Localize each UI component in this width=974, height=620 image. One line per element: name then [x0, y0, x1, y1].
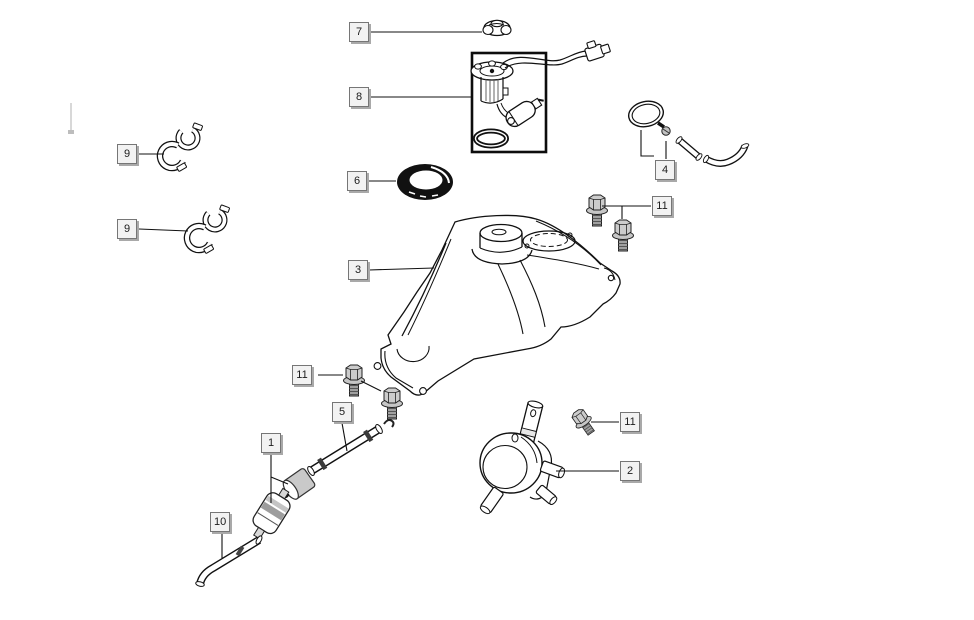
scan-artifact	[68, 103, 74, 134]
callout-label: 11	[296, 368, 308, 381]
fuel-tank	[373, 214, 621, 396]
callout-label: 9	[123, 147, 131, 160]
callout-6-seal-ring[interactable]: 6	[347, 171, 367, 191]
callout-1-filter[interactable]: 1	[261, 433, 281, 453]
callout-11-bottom-left[interactable]: 11	[292, 365, 312, 385]
pump-wire-connector	[502, 40, 611, 69]
fuel-pump-assembly	[470, 51, 548, 154]
bolt-bottom-left-2	[381, 387, 403, 420]
fuel-filler-cap	[482, 19, 512, 37]
fuel-filter-group	[252, 468, 316, 540]
callout-label: 3	[354, 263, 362, 276]
bolt-top-right-1	[586, 194, 608, 227]
callout-10-outlet-hose[interactable]: 10	[210, 512, 231, 532]
callout-label: 5	[338, 405, 346, 418]
bolt-bottom-left-1	[343, 364, 365, 397]
fuel-valve	[479, 400, 566, 515]
callout-label: 10	[214, 515, 227, 528]
leader-lines	[138, 31, 667, 558]
hose-clamp-lower	[183, 205, 230, 254]
bolt-top-right-2	[612, 219, 634, 252]
callout-8-pump[interactable]: 8	[349, 87, 369, 107]
callout-9-clamp-upper[interactable]: 9	[117, 144, 137, 164]
callout-7-cap[interactable]: 7	[349, 22, 369, 42]
callout-label: 11	[624, 415, 636, 428]
callout-label: 7	[355, 25, 363, 38]
callout-label: 1	[267, 436, 275, 449]
callout-label: 9	[123, 222, 131, 235]
callout-3-tank[interactable]: 3	[348, 260, 368, 280]
callout-label: 4	[661, 163, 669, 176]
callout-11-top-right[interactable]: 11	[652, 196, 672, 216]
callout-2-fuel-valve[interactable]: 2	[620, 461, 640, 481]
callout-9-clamp-lower[interactable]: 9	[117, 219, 137, 239]
callout-11-valve-bolt[interactable]: 11	[620, 412, 640, 432]
hose-clamp-upper	[156, 123, 203, 172]
clamp-and-hose-kit	[627, 100, 750, 167]
callout-label: 11	[656, 199, 668, 212]
seal-ring	[397, 164, 453, 200]
fuel-hose	[300, 419, 395, 481]
callout-label: 2	[626, 464, 634, 477]
outlet-hose	[195, 535, 263, 587]
callout-4-clamp-kit[interactable]: 4	[655, 160, 675, 180]
callout-label: 6	[353, 174, 361, 187]
callout-5-hose[interactable]: 5	[332, 402, 352, 422]
callout-label: 8	[355, 90, 363, 103]
